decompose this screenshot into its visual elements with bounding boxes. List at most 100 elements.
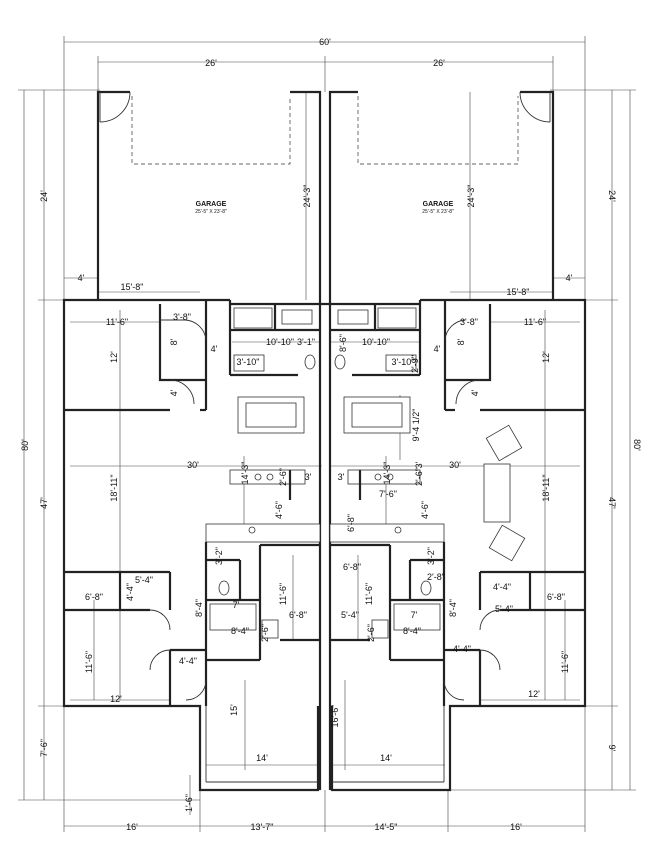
dim-k-c-l: 6'-8" <box>343 562 361 572</box>
dim-pantry-r2: 3' <box>414 461 424 468</box>
dim-ext-r: 15'-8" <box>507 287 530 297</box>
dim-bed3-hall-r: 4'-4" <box>453 644 471 654</box>
dim-bath-w-r: 10'-10" <box>362 337 390 347</box>
dim-garage-depth-right: 24' <box>607 190 617 202</box>
dim-liv-d-r: 18'-11" <box>541 474 551 501</box>
garage-left: GARAGE 25'-5" X 23'-8" <box>96 90 322 300</box>
dim-garage-inner-r: 24'-3" <box>466 185 476 208</box>
dim-k-c-r: 6'-8" <box>346 514 356 532</box>
dim-bottom-4: 16' <box>510 822 522 832</box>
dim-mbath-d-l: 8'-4" <box>194 599 204 617</box>
dim-util-l: 2'-8" <box>427 572 445 582</box>
dim-hall-w-r: 5'-4" <box>341 610 359 620</box>
dim-dining-d: 9'-4 1/2" <box>411 409 421 442</box>
dim-closet-d-r: 8' <box>456 338 466 345</box>
dim-hall4b-l: 4' <box>169 389 179 396</box>
garage-right-label: GARAGE <box>423 201 454 208</box>
dim-bath2-r: 3'-2" <box>426 547 436 565</box>
dim-bath-w-l: 10'-10" <box>266 337 294 347</box>
dim-closet1-l: 3'-8" <box>173 312 191 322</box>
dim-overall-width: 60' <box>319 37 331 47</box>
dim-kitchen-l: 14'-3" <box>240 462 250 485</box>
dim-pantry-r: 3' <box>338 472 345 482</box>
dim-garage-width-right: 26' <box>433 58 445 68</box>
dim-shower-r: 2'-6" <box>366 624 376 642</box>
dim-ext-l: 15'-8" <box>121 282 144 292</box>
dim-great-w-r: 30' <box>449 460 461 470</box>
dim-closet-d-l: 8' <box>169 338 179 345</box>
dim-porch-left: 7'-6" <box>39 739 49 757</box>
dim-bottom-3: 14'-5" <box>375 822 398 832</box>
garage-right-size: 25'-5" X 23'-8" <box>422 209 454 215</box>
dim-k-hall-l: 4'-6" <box>274 501 284 519</box>
dim-hall4-r: 4' <box>434 344 441 354</box>
dim-laundry-r: 3'-10" <box>392 357 415 367</box>
dim-island-r: 7'-6" <box>379 489 397 499</box>
dim-hall4-l: 4' <box>211 344 218 354</box>
dim-porch-d-r: 16'-6" <box>330 705 340 728</box>
dim-laundry-l: 3'-10" <box>237 357 260 367</box>
dim-bed1-d-r: 12' <box>541 351 551 363</box>
dim-tub-r: 8'-4" <box>403 626 421 636</box>
dim-clos2-r: 5'-4" <box>495 604 513 614</box>
dim-bed1-w-r: 11'-6" <box>524 317 546 327</box>
dim-mbath-d-r: 8'-4" <box>448 599 458 617</box>
house-walls <box>62 298 587 792</box>
garage-left-label: GARAGE <box>196 201 227 208</box>
dim-bed3-w-l: 12' <box>110 694 122 704</box>
dim-bed3-w-r: 12' <box>528 689 540 699</box>
dimension-lines <box>18 36 636 832</box>
dim-shower-l: 2'-6" <box>260 624 270 642</box>
dim-liv-d-l: 18'-11" <box>109 474 119 501</box>
dim-clos2h-l: 4'-4" <box>125 583 135 601</box>
dim-overall-depth-right: 80' <box>632 439 642 451</box>
dim-bath-c-l: 3'-1" <box>297 337 315 347</box>
dim-bottom-offset: 1'-6" <box>184 794 194 812</box>
dim-hall-d-r: 11'-6" <box>364 583 374 605</box>
dim-bed3-d-l: 11'-6" <box>84 651 94 673</box>
dim-bed2-w-r: 6'-8" <box>547 592 565 602</box>
dim-hall-w-l: 6'-8" <box>289 610 307 620</box>
dimension-labels: 60' 26' 26' 80' 80' 24' 24' 47' 47' 7'-6… <box>20 37 642 832</box>
dim-bed3-d-r: 11'-6" <box>560 651 570 673</box>
dim-clos2h-r: 4'-4" <box>493 582 511 592</box>
dim-overall-depth-left: 80' <box>20 439 30 451</box>
dim-house-depth-left: 47' <box>39 497 49 509</box>
dim-porch-w-l: 14' <box>256 753 268 763</box>
dim-bath-c-r: 8'-6" <box>338 334 348 352</box>
dim-mbath-w-l: 7' <box>233 600 240 610</box>
dim-bed1-d-l: 12' <box>109 351 119 363</box>
dim-mbath-w-r: 7' <box>411 610 418 620</box>
dim-notch-l: 4' <box>78 273 85 283</box>
dim-garage-depth-left: 24' <box>39 190 49 202</box>
dim-clos2-l: 5'-4" <box>135 575 153 585</box>
dim-bed1-w-l: 11'-6" <box>106 317 128 327</box>
dim-notch-r: 4' <box>566 273 573 283</box>
garage-left-size: 25'-5" X 23'-8" <box>195 209 227 215</box>
dim-garage-width-left: 26' <box>205 58 217 68</box>
fixtures <box>209 307 526 639</box>
dim-closet1-r: 3'-8" <box>460 317 478 327</box>
dim-great-w-l: 30' <box>187 460 199 470</box>
dim-kitchen-r: 14'-3" <box>382 462 392 485</box>
dim-bed3-hall-l: 4'-4" <box>179 656 197 666</box>
garage-right: GARAGE 25'-5" X 23'-8" <box>328 90 555 300</box>
dim-laundry-h-r: 2'-9" <box>410 355 420 373</box>
dim-porch-d-l: 15' <box>229 704 239 716</box>
dim-hall-d-l: 11'-6" <box>278 583 288 605</box>
dim-bottom-1: 16' <box>126 822 138 832</box>
dim-k-small-l: 2'-6" <box>278 468 288 486</box>
dim-hall4b-r: 4' <box>470 389 480 396</box>
dim-bath2-l: 3'-2" <box>214 547 224 565</box>
dim-tub-l: 8'-4" <box>231 626 249 636</box>
dim-garage-inner-l: 24'-3" <box>302 185 312 208</box>
dim-k-hall-r: 4'-6" <box>420 501 430 519</box>
dim-porch-w-r: 14' <box>380 753 392 763</box>
dim-bottom-2: 13'-7" <box>251 822 274 832</box>
dim-k-small-r: 2'-6" <box>414 468 424 486</box>
dim-house-depth-right: 47' <box>607 497 617 509</box>
dim-porch-right: 9' <box>607 745 617 752</box>
dim-bed2-w-l: 6'-8" <box>85 592 103 602</box>
dim-pantry-l: 3' <box>305 472 312 482</box>
